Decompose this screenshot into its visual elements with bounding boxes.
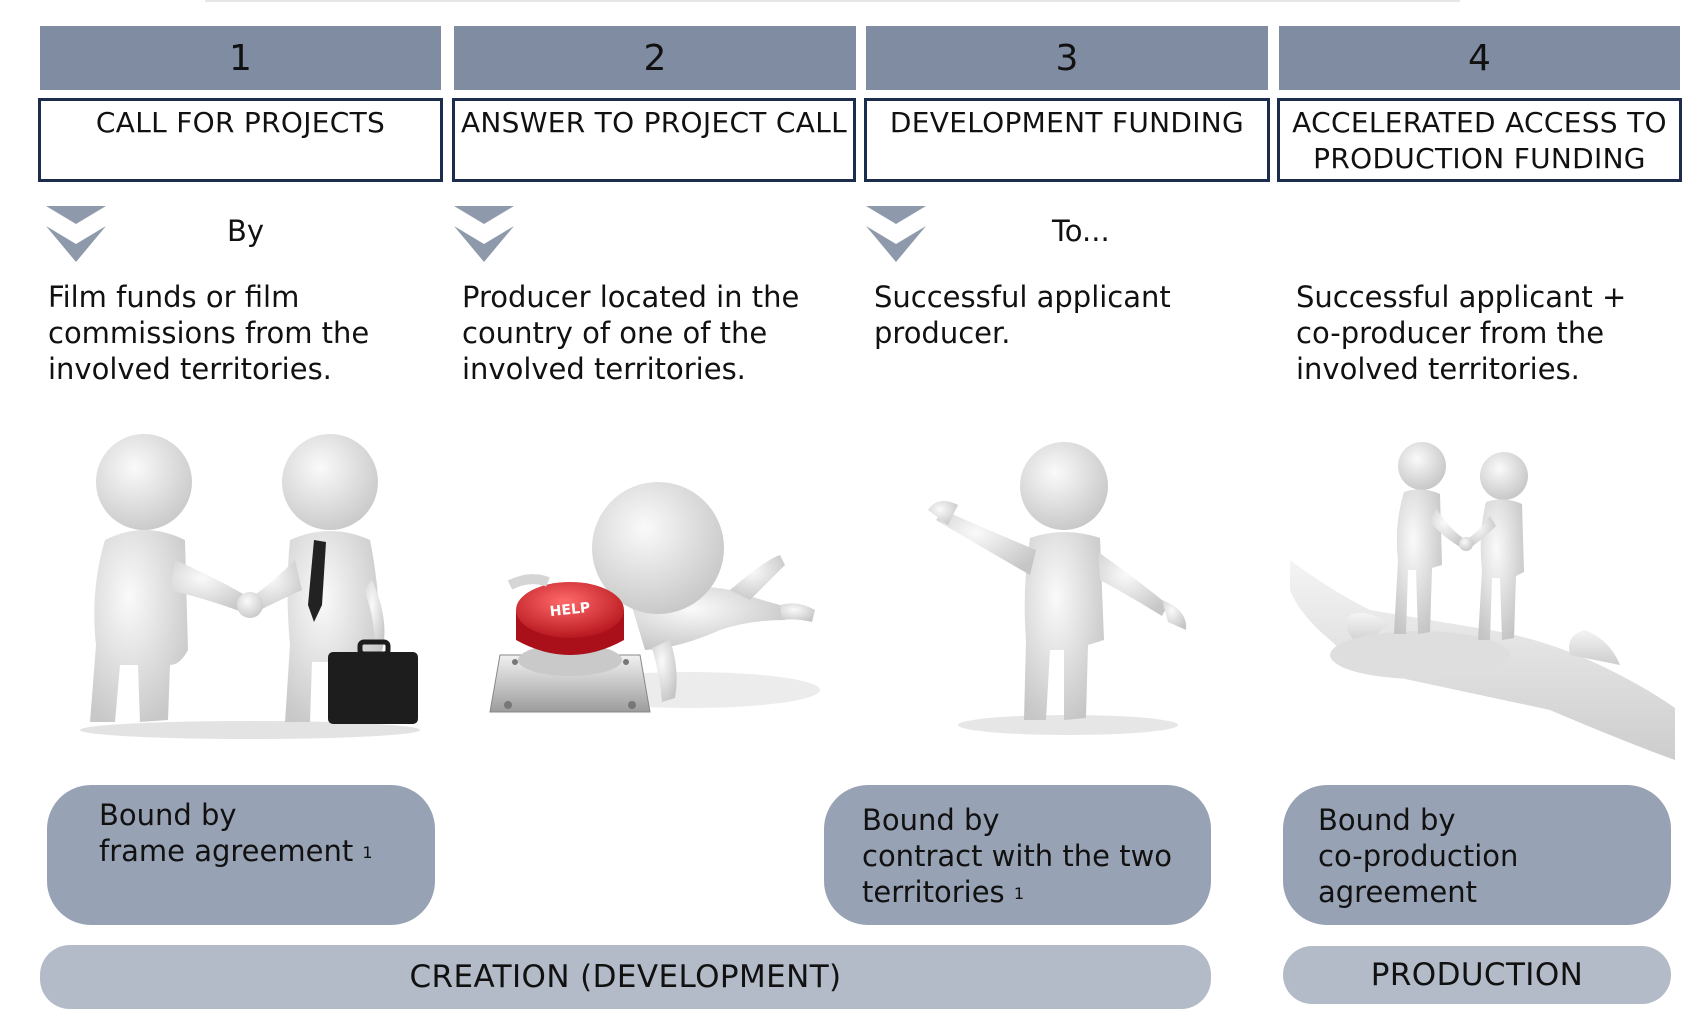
help-button-illustration: HELP [489, 482, 820, 713]
phase-production: PRODUCTION [1283, 946, 1671, 1004]
step-number: 2 [643, 37, 667, 79]
description-line: commissions from the [48, 316, 370, 350]
agreement-line: agreement [1318, 875, 1477, 909]
step-3-number-bar: 3 [866, 26, 1268, 90]
step-title-line: PRODUCTION FUNDING [1313, 142, 1646, 175]
description-line: Successful applicant + [1296, 280, 1627, 314]
step-4-title-box: ACCELERATED ACCESS TO PRODUCTION FUNDING [1277, 98, 1682, 182]
phase-creation: CREATION (DEVELOPMENT) [40, 945, 1211, 1009]
step-number: 1 [229, 37, 252, 79]
step-title-line: DEVELOPMENT FUNDING [889, 106, 1245, 139]
description-line: co-producer from the [1296, 316, 1605, 350]
step-title-line: CALL FOR PROJECTS [95, 106, 386, 139]
agreement-pill-frame: Bound by frame agreement 1 [47, 785, 435, 925]
step-1-number-bar: 1 [40, 26, 441, 90]
handshake-on-hand-illustration [1290, 442, 1675, 760]
step-1-connector: By [227, 214, 265, 248]
welcoming-figure-illustration [928, 442, 1187, 735]
step-1-description: Film funds or film commissions from the … [48, 279, 438, 387]
agreement-pill-contract: Bound by contract with the two territori… [824, 785, 1211, 925]
step-3-title-box: DEVELOPMENT FUNDING [864, 98, 1270, 182]
description-line: country of one of the [462, 316, 768, 350]
help-button-label: HELP [549, 600, 591, 620]
agreement-line-with-footnote: frame agreement 1 [99, 833, 435, 869]
description-line: Film funds or film [48, 280, 300, 314]
agreement-line: contract with the two [862, 839, 1173, 873]
description-line: Successful applicant [874, 280, 1171, 314]
step-title-line: ACCELERATED ACCESS TO [1292, 106, 1667, 139]
description-line: involved territories. [462, 352, 746, 386]
footnote-marker: 1 [1013, 884, 1025, 903]
agreement-line: frame agreement [99, 834, 354, 868]
step-title-line: ANSWER TO PROJECT CALL [460, 106, 848, 139]
step-3-connector: To... [1052, 214, 1110, 248]
chevron-down-icon [866, 206, 926, 262]
chevron-down-icon [46, 206, 106, 262]
step-2-title-box: ANSWER TO PROJECT CALL [452, 98, 856, 182]
description-line: Producer located in the [462, 280, 800, 314]
description-line: producer. [874, 316, 1011, 350]
agreement-line: Bound by [1318, 803, 1456, 837]
agreement-line: co-production [1318, 839, 1519, 873]
agreement-line-with-footnote: territories 1 [862, 874, 1211, 910]
phase-label: PRODUCTION [1370, 957, 1584, 993]
chevron-down-icon [454, 206, 514, 262]
description-line: involved territories. [48, 352, 332, 386]
agreement-line: territories [862, 875, 1005, 909]
phase-label: CREATION (DEVELOPMENT) [409, 959, 842, 995]
step-2-number-bar: 2 [454, 26, 856, 90]
description-line: involved territories. [1296, 352, 1580, 386]
step-3-description: Successful applicant producer. [874, 279, 1264, 351]
step-4-number-bar: 4 [1279, 26, 1680, 90]
step-1-title-box: CALL FOR PROJECTS [38, 98, 443, 182]
agreement-line: Bound by [99, 798, 237, 832]
agreement-pill-coproduction: Bound by co-production agreement [1283, 785, 1671, 925]
step-number: 4 [1468, 37, 1491, 79]
handshake-illustration [80, 434, 420, 739]
step-2-description: Producer located in the country of one o… [462, 279, 852, 387]
footnote-marker: 1 [362, 843, 373, 862]
step-4-description: Successful applicant + co-producer from … [1296, 279, 1686, 387]
top-divider [205, 0, 1460, 2]
agreement-line: Bound by [862, 803, 1000, 837]
step-number: 3 [1055, 37, 1079, 79]
